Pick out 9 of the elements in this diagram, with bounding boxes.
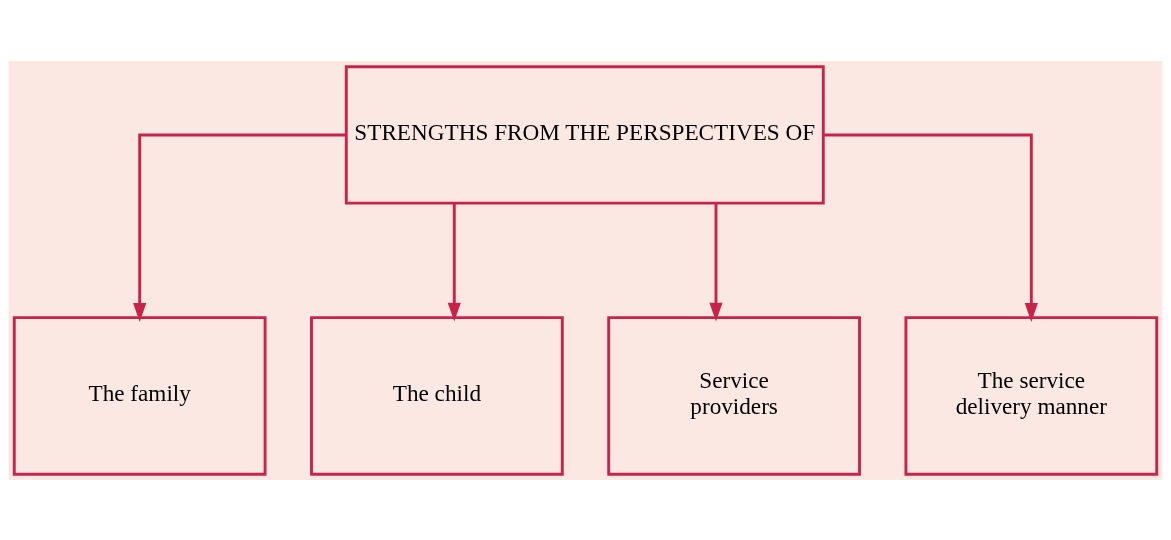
node-box: STRENGTHS FROM THE PERSPECTIVES OF [344, 64, 825, 205]
arrow [709, 203, 723, 322]
node-box: The service delivery manner [904, 315, 1159, 476]
node-box: The family [12, 315, 267, 476]
node-box: Service providers [607, 315, 861, 476]
arrow [447, 203, 461, 322]
node-box: The child [310, 315, 564, 476]
arrow [823, 133, 1038, 322]
arrow [133, 133, 346, 322]
